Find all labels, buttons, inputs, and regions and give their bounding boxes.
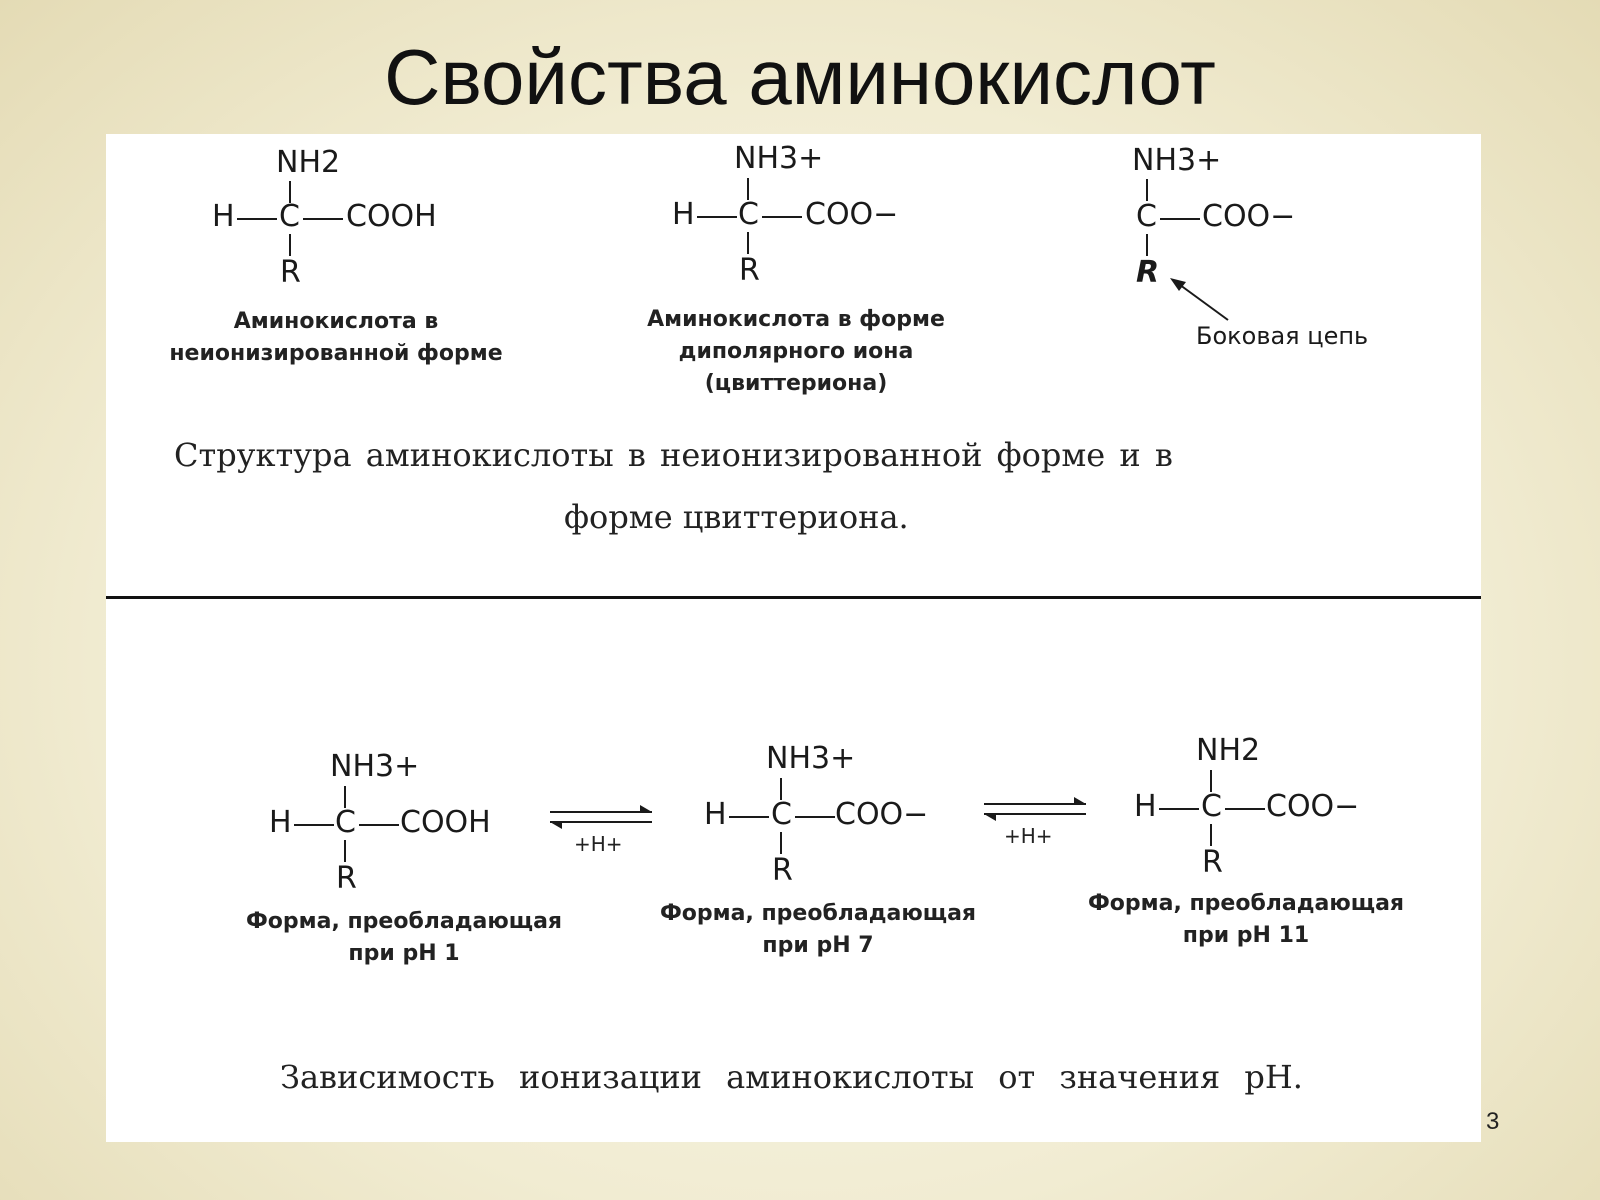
carboxyl-group: COOH [400,805,491,840]
ammonium-group: NH3+ [734,141,824,176]
bond [1210,770,1212,792]
bond [762,216,802,218]
side-chain-r: R [280,255,301,290]
bond [780,832,782,854]
bond [294,824,334,826]
bond [344,786,346,808]
bond [729,816,769,818]
equilibrium-arrow-icon [550,805,652,829]
hydrogen-atom: H [672,197,695,232]
bond [780,778,782,800]
ammonium-group: NH3+ [766,741,856,776]
alpha-carbon: C [738,197,759,232]
carboxylate-group: COO− [1266,789,1360,824]
hydrogen-atom: H [269,805,292,840]
caption-ph7: Форма, преобладающая при pH 7 [659,901,977,958]
bond [697,216,737,218]
hydrogen-atom: H [704,797,727,832]
bond [344,840,346,862]
hydrogen-atom: H [1134,789,1157,824]
equilibrium-label: +H+ [574,832,623,856]
side-chain-label: Боковая цепь [1196,322,1369,350]
bond [359,824,399,826]
bottom-description: Зависимость ионизации аминокислоты от зн… [280,1058,1303,1096]
alpha-carbon: C [771,797,792,832]
carboxylate-group: COO− [805,197,899,232]
bond [1146,234,1148,256]
hydrogen-atom: H [212,199,235,234]
bond [289,181,291,203]
amino-group: NH2 [276,145,341,180]
side-chain-r: R [1202,845,1223,880]
side-chain-r: R [1136,255,1160,290]
bond [303,218,343,220]
bond [1225,808,1265,810]
bond [747,178,749,200]
amino-group: NH2 [1196,733,1261,768]
ammonium-group: NH3+ [1132,143,1222,178]
bond [1146,179,1148,201]
side-chain-r: R [772,853,793,888]
side-chain-r: R [336,861,357,896]
scanned-figure: NH2 H C COOH R Аминокислота в неионизиро… [106,134,1481,1142]
top-description-line-2: форме цвиттериона. [564,498,909,536]
bond [795,816,835,818]
alpha-carbon: C [279,199,300,234]
bond [1160,218,1200,220]
carboxylate-group: COO− [835,797,929,832]
bond [237,218,277,220]
caption-ph1: Форма, преобладающая при pH 1 [245,909,563,966]
carboxylate-group: COO− [1202,199,1296,234]
equilibrium-label: +H+ [1004,824,1053,848]
top-description-line-1: Структура аминокислоты в неионизированно… [174,436,1173,474]
caption-ph11: Форма, преобладающая при pH 11 [1087,891,1405,948]
side-chain-arrow-icon [1170,278,1229,321]
bond [289,234,291,256]
alpha-carbon: C [1201,789,1222,824]
ammonium-group: NH3+ [330,749,420,784]
bond [1210,824,1212,846]
alpha-carbon: C [335,805,356,840]
carboxyl-group: COOH [346,199,437,234]
alpha-carbon: C [1136,199,1157,234]
page-number: 3 [1486,1108,1500,1135]
caption-zwitterion: Аминокислота в форме диполярного иона (ц… [647,307,945,396]
side-chain-r: R [739,253,760,288]
bond [1159,808,1199,810]
caption-unionized: Аминокислота в неионизированной форме [169,309,503,366]
equilibrium-arrow-icon [984,797,1086,821]
bond [747,232,749,254]
slide-title: Свойства аминокислот [384,33,1216,121]
section-divider [106,596,1481,599]
